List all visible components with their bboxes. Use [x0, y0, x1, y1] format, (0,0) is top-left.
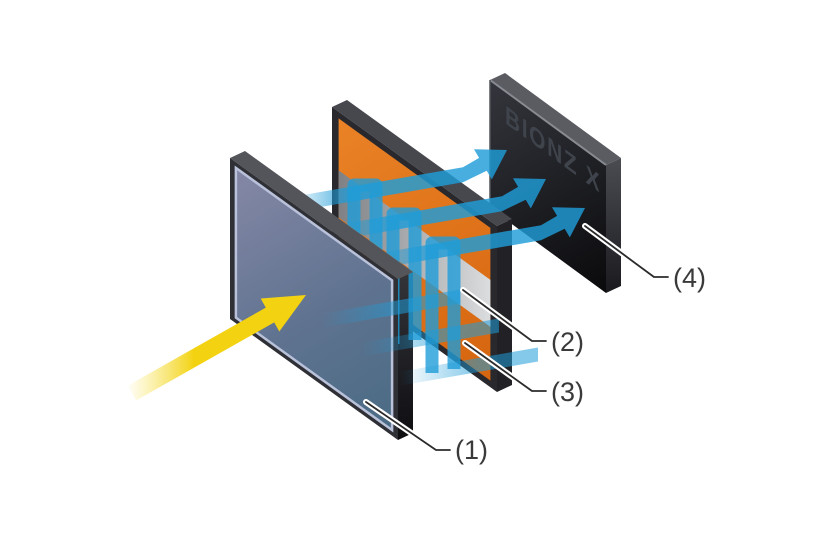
callout-leader-lines	[363, 223, 671, 453]
data-flow-low-band	[316, 289, 460, 329]
data-flow-band-arrow	[328, 178, 546, 242]
label-1: (1)	[455, 435, 488, 465]
data-flow-band-arrow	[289, 149, 507, 213]
leader-4	[584, 225, 669, 278]
leader-1	[365, 401, 451, 451]
leader-3	[464, 342, 547, 392]
light-ray-arrow	[127, 295, 306, 401]
processor-panel-top-edge	[490, 73, 621, 165]
processor-panel-side-edge	[606, 158, 621, 293]
data-flow-low-band	[394, 347, 538, 387]
dram-panel-side-edge	[497, 219, 512, 392]
data-flow-low-band	[355, 318, 499, 358]
data-flow-band-arrow	[367, 207, 585, 271]
leader-2	[462, 289, 547, 342]
dram-buffer-arch	[347, 178, 383, 315]
sensor-panel	[230, 151, 413, 440]
label-4: (4)	[673, 263, 706, 293]
dram-panel-top-edge	[332, 100, 512, 226]
label-2: (2)	[551, 327, 584, 357]
processor-panel-highlight	[489, 79, 607, 166]
processor-panel-face	[490, 80, 606, 293]
sensor-panel-face	[234, 165, 394, 433]
label-3: (3)	[551, 377, 584, 407]
data-flow-arrows-front	[316, 289, 538, 387]
dram-buffer-arch	[386, 207, 422, 344]
sensor-panel-top-edge	[230, 151, 413, 279]
data-flow-arrows-back	[289, 149, 585, 373]
callout-labels: (1) (2) (3) (4)	[455, 263, 706, 465]
